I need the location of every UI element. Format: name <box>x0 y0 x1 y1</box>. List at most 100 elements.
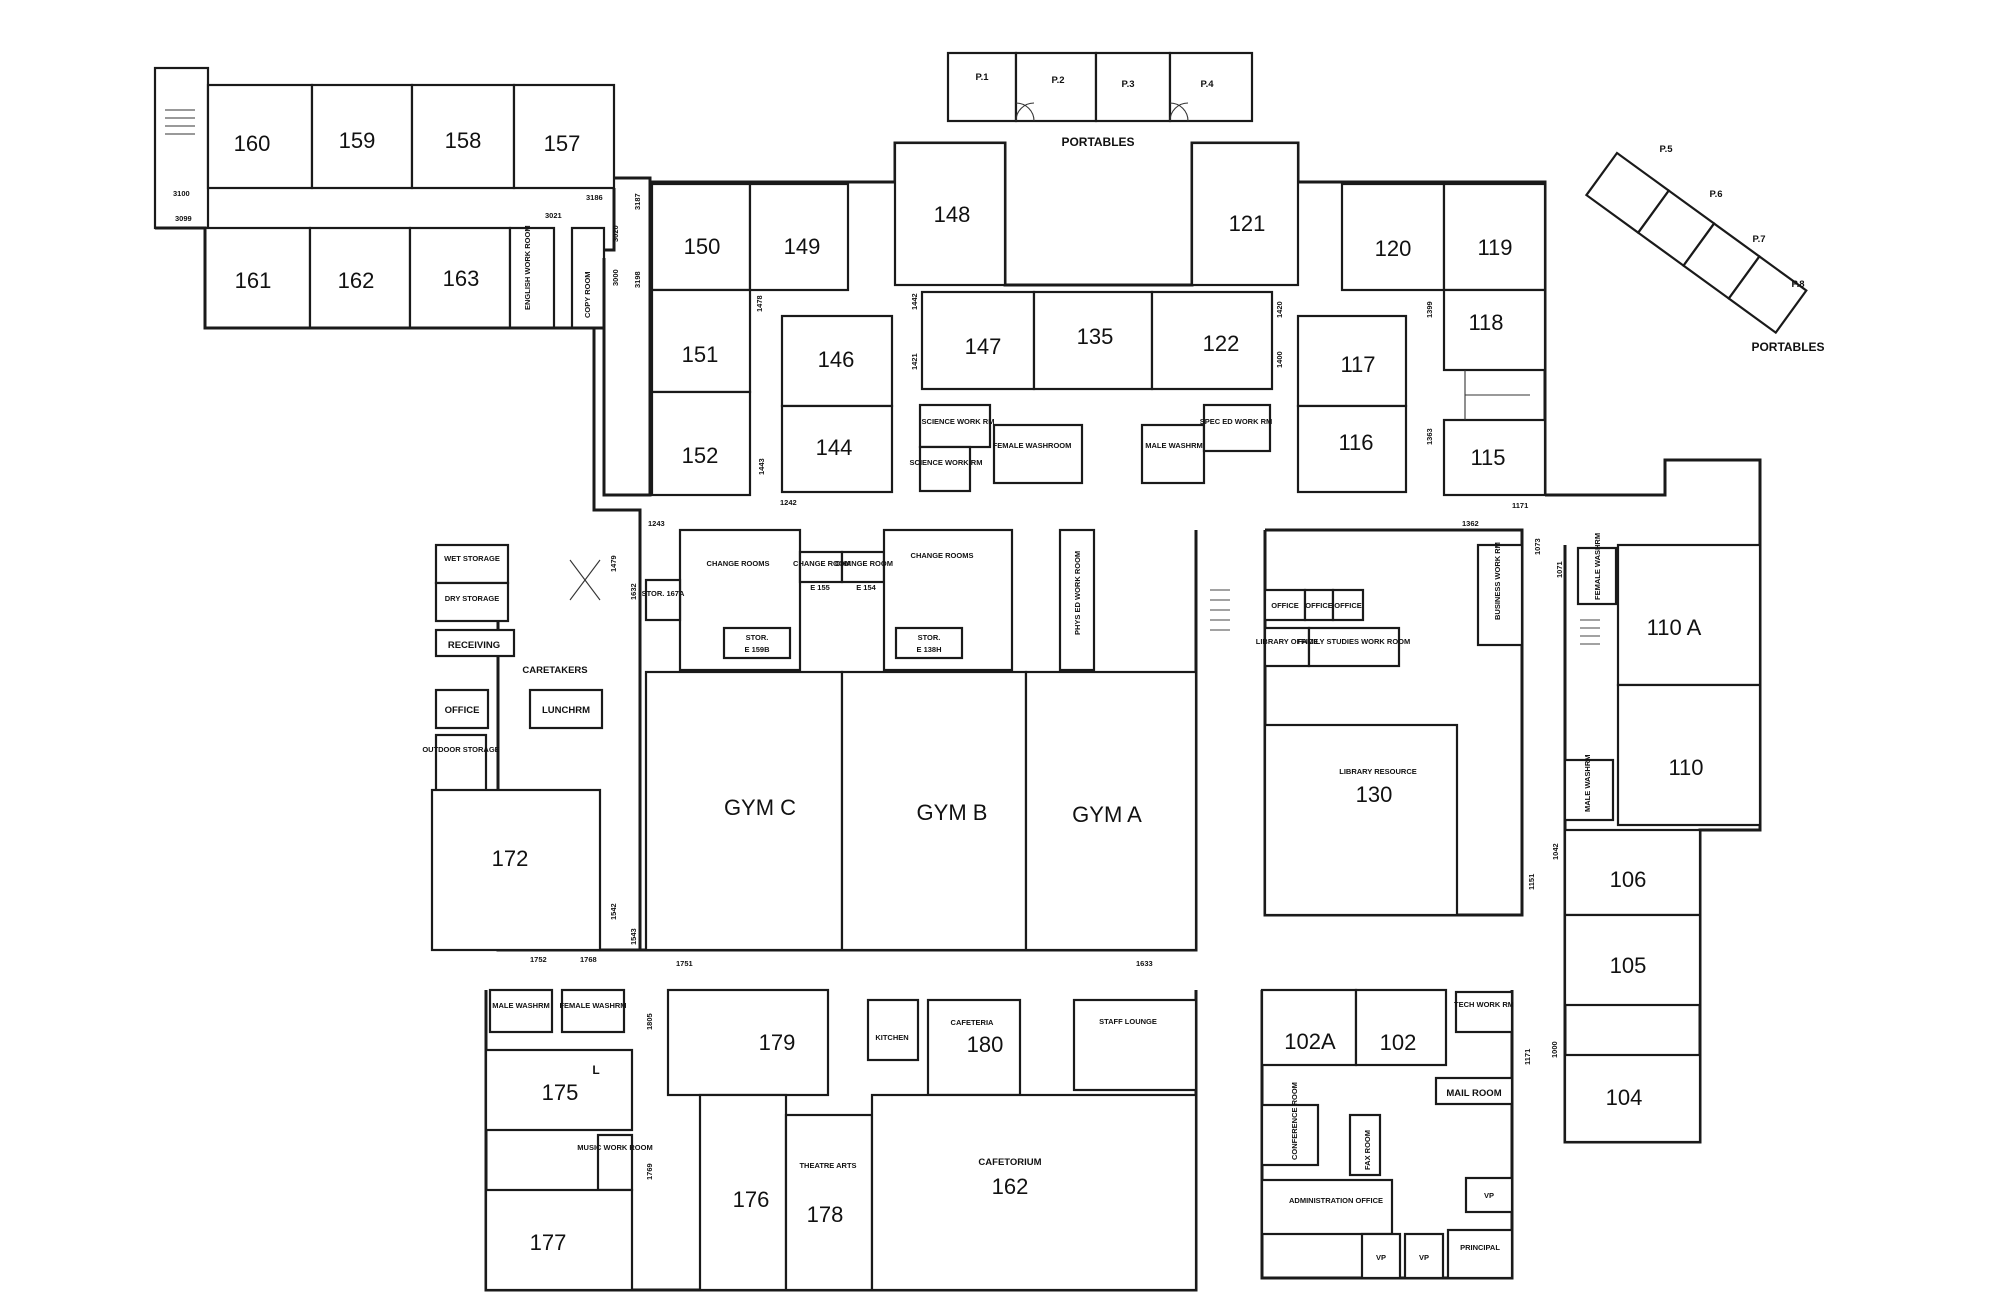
room-158-label: 158 <box>445 128 482 153</box>
stor-1[interactable] <box>722 626 792 660</box>
door-1751: 1751 <box>676 959 693 968</box>
principal-office[interactable] <box>1446 1228 1514 1280</box>
gym-a[interactable] <box>1024 670 1198 952</box>
room-115[interactable] <box>1442 418 1547 497</box>
room-144[interactable] <box>780 404 894 494</box>
dry-storage[interactable] <box>434 581 510 623</box>
room-106[interactable] <box>1563 828 1702 917</box>
science-work-rm-1[interactable] <box>918 403 992 449</box>
room-110-label: 110 <box>1668 755 1703 780</box>
female-washroom[interactable] <box>992 423 1084 485</box>
room-121[interactable] <box>1190 141 1300 287</box>
room-157[interactable] <box>512 83 616 190</box>
portable-p8[interactable] <box>1727 254 1808 335</box>
cafeteria[interactable] <box>926 998 1022 1097</box>
music-work-room[interactable] <box>596 1133 634 1192</box>
room-148[interactable] <box>893 141 1007 287</box>
female-washrm-bottom[interactable] <box>560 988 626 1034</box>
office-small-3[interactable] <box>1331 588 1365 622</box>
room-147[interactable] <box>920 290 1036 391</box>
male-washrm-bottom[interactable] <box>488 988 554 1034</box>
phys-ed-work-room[interactable] <box>1058 528 1096 672</box>
kitchen[interactable] <box>866 998 920 1062</box>
door-1151: 1151 <box>1527 874 1536 890</box>
room-149[interactable] <box>748 182 850 292</box>
vp-office-2[interactable] <box>1403 1232 1445 1280</box>
room-122-label: 122 <box>1203 331 1240 356</box>
fax-room[interactable] <box>1348 1113 1382 1177</box>
room-176-label: 176 <box>733 1187 770 1212</box>
room-159[interactable] <box>310 83 414 190</box>
room-175[interactable] <box>484 1048 634 1132</box>
library-resource[interactable] <box>1263 723 1459 917</box>
portable-p3[interactable] <box>1094 51 1172 123</box>
door-1399: 1399 <box>1425 301 1434 318</box>
business-work-rm-label: BUSINESS WORK RM <box>1493 542 1502 620</box>
room-120[interactable] <box>1340 182 1446 292</box>
room-172[interactable] <box>430 788 602 952</box>
room-179[interactable] <box>666 988 830 1097</box>
room-152-label: 152 <box>682 443 719 468</box>
spec-ed-work-rm[interactable] <box>1202 403 1272 453</box>
vp-office-1[interactable] <box>1360 1232 1402 1280</box>
room-135[interactable] <box>1032 290 1154 391</box>
mail-room[interactable] <box>1434 1076 1514 1106</box>
male-washrm-right[interactable] <box>1563 758 1615 822</box>
room-105-label: 105 <box>1610 953 1647 978</box>
female-washrm-right[interactable] <box>1576 546 1618 606</box>
room-110a[interactable] <box>1616 543 1762 687</box>
change-room-b[interactable] <box>840 550 886 584</box>
tech-work-rm[interactable] <box>1454 990 1514 1034</box>
receiving[interactable] <box>434 628 516 658</box>
room-104[interactable] <box>1563 1053 1702 1144</box>
english-work-room[interactable] <box>508 226 556 330</box>
gym-c[interactable] <box>644 670 844 952</box>
room-118[interactable] <box>1442 288 1547 372</box>
business-work-rm[interactable] <box>1476 543 1524 647</box>
office-west[interactable] <box>434 688 490 730</box>
portables-right-group <box>1584 151 1808 335</box>
science-work-rm-2[interactable] <box>918 445 972 493</box>
change-room-a[interactable] <box>798 550 844 584</box>
office-small-2[interactable] <box>1303 588 1335 622</box>
room-117[interactable] <box>1296 314 1408 408</box>
copy-room[interactable] <box>570 226 606 330</box>
portable-p1[interactable] <box>946 51 1018 123</box>
door-1242: 1242 <box>780 498 797 507</box>
wet-storage[interactable] <box>434 543 510 585</box>
stor-167a[interactable] <box>644 578 682 622</box>
room-149-label: 149 <box>784 234 821 259</box>
admin-block: 102A 102 TECH WORK RM MAIL ROOM CONFEREN… <box>1260 988 1514 1280</box>
room-160-label: 160 <box>234 131 271 156</box>
staff-lounge[interactable] <box>1072 998 1198 1092</box>
family-studies-work-room[interactable] <box>1307 626 1401 668</box>
male-washrm-right-label: MALE WASHRM <box>1583 755 1592 813</box>
room-151[interactable] <box>650 288 752 394</box>
room-122[interactable] <box>1150 290 1274 391</box>
room-162[interactable] <box>308 226 412 330</box>
south-block: MALE WASHRM FEMALE WASHRM L 175 MUSIC WO… <box>484 988 1198 1292</box>
room-116[interactable] <box>1296 404 1408 494</box>
portable-p2[interactable] <box>1014 51 1098 123</box>
library-office[interactable] <box>1263 626 1311 668</box>
administration-office[interactable] <box>1260 1178 1394 1236</box>
room-102[interactable] <box>1354 988 1448 1067</box>
conference-room[interactable] <box>1260 1103 1320 1167</box>
theatre-arts-label: THEATRE ARTS <box>799 1161 856 1170</box>
room-102-label: 102 <box>1380 1030 1417 1055</box>
room-146[interactable] <box>780 314 894 408</box>
lunchrm[interactable] <box>528 688 604 730</box>
door-1171-b: 1171 <box>1523 1049 1532 1065</box>
room-110[interactable] <box>1616 683 1762 827</box>
room-177[interactable] <box>484 1188 634 1292</box>
room-146-label: 146 <box>818 347 855 372</box>
room-152[interactable] <box>650 390 752 497</box>
outdoor-storage[interactable] <box>434 733 488 797</box>
stor-1-label: STOR. <box>746 633 769 642</box>
cafetorium[interactable] <box>870 1093 1198 1292</box>
room-176[interactable] <box>698 1093 788 1292</box>
male-washrm-top[interactable] <box>1140 423 1206 485</box>
room-105[interactable] <box>1563 913 1702 1007</box>
stor-2[interactable] <box>894 626 964 660</box>
vp-office-3[interactable] <box>1464 1176 1514 1214</box>
